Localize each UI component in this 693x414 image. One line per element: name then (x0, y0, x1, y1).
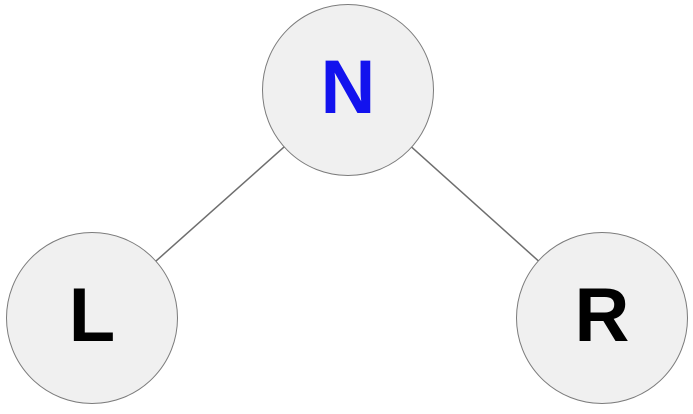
node-n[interactable]: N (262, 4, 434, 176)
node-l-label: L (68, 273, 116, 358)
node-n-label: N (320, 45, 376, 130)
node-l[interactable]: L (6, 232, 178, 404)
node-r[interactable]: R (516, 232, 688, 404)
node-r-label: R (574, 273, 630, 358)
